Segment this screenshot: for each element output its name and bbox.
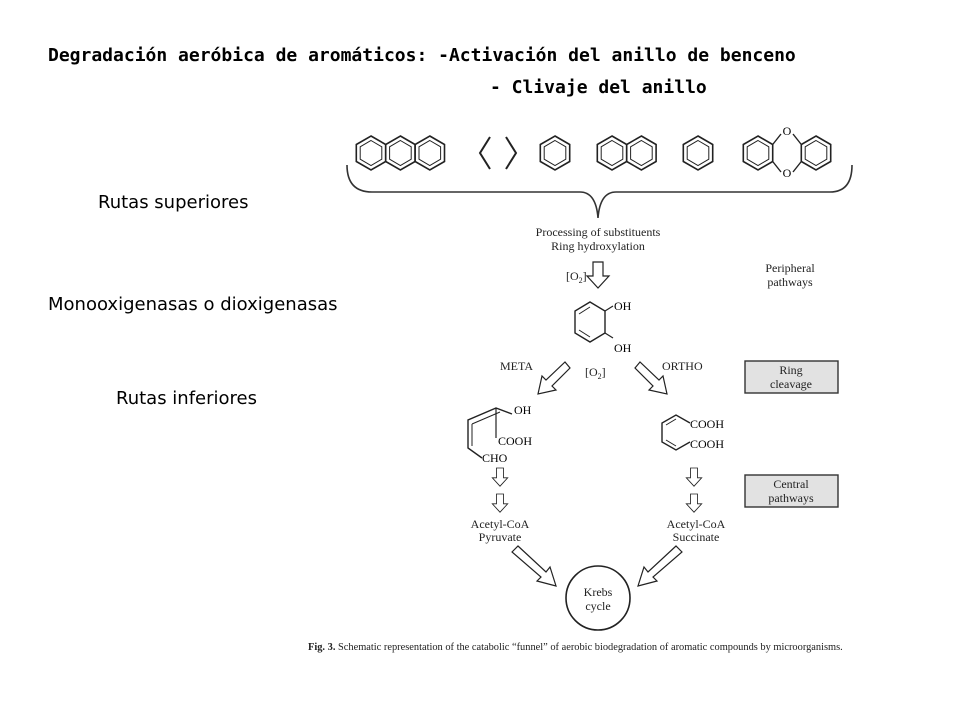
aromatic-compounds-row: O O (355, 124, 832, 180)
arrow-ortho (634, 361, 668, 395)
ortho-label: ORTHO (662, 359, 703, 373)
processing-line-2: Ring hydroxylation (551, 239, 645, 253)
o2-label-upper: [O2] (566, 269, 587, 285)
krebs-cycle-circle (565, 565, 631, 631)
arrow-ortho-2 (685, 493, 703, 513)
arrow-to-krebs-left (511, 545, 557, 587)
label-upper-pathways: Rutas superiores (98, 192, 249, 213)
meta-label: META (500, 359, 533, 373)
peripheral-line-1: Peripheral (765, 261, 815, 275)
ortho-cleavage-product: COOH COOH (661, 414, 724, 451)
title-line-1: Degradación aeróbica de aromáticos: -Act… (48, 45, 796, 66)
figure-caption: Fig. 3. Schematic representation of the … (308, 642, 843, 653)
meta-product-line-2: Pyruvate (479, 530, 522, 544)
ring-cleavage-line-1: Ring (779, 363, 802, 377)
catechol-oh-2: OH (614, 341, 632, 355)
catechol-oh-1: OH (614, 299, 632, 313)
funnel-brace (346, 164, 853, 219)
ortho-cooh-1: COOH (690, 417, 724, 431)
meta-cleavage-product: OH COOH CHO (467, 403, 532, 465)
dioxin-oxygen-top: O (783, 124, 792, 138)
peripheral-line-2: pathways (767, 275, 813, 289)
arrow-meta (537, 361, 571, 395)
central-line-2: pathways (768, 491, 814, 505)
dioxin-oxygen-bottom: O (783, 166, 792, 180)
label-enzymes: Monooxigenasas o dioxigenasas (48, 294, 338, 315)
arrow-meta-1 (491, 467, 509, 487)
title-line-2: - Clivaje del anillo (490, 77, 707, 98)
arrow-ortho-1 (685, 467, 703, 487)
meta-product-line-1: Acetyl-CoA (471, 517, 530, 531)
meta-cho: CHO (482, 451, 508, 465)
catechol-structure: OH OH (574, 299, 632, 355)
arrow-down-main (586, 261, 610, 289)
processing-line-1: Processing of substituents (536, 225, 661, 239)
ring-cleavage-box (744, 360, 839, 394)
label-lower-pathways: Rutas inferiores (116, 388, 257, 409)
ortho-cooh-2: COOH (690, 437, 724, 451)
ortho-product-line-2: Succinate (673, 530, 720, 544)
meta-cooh: COOH (498, 434, 532, 448)
meta-oh: OH (514, 403, 532, 417)
arrow-to-krebs-right (637, 545, 683, 587)
ring-cleavage-line-2: cleavage (770, 377, 812, 391)
arrow-meta-2 (491, 493, 509, 513)
central-line-1: Central (773, 477, 809, 491)
o2-label-lower: [O2] (585, 365, 606, 381)
krebs-line-1: Krebs (584, 585, 613, 599)
ortho-product-line-1: Acetyl-CoA (667, 517, 726, 531)
krebs-line-2: cycle (585, 599, 610, 613)
central-pathways-box (744, 474, 839, 508)
